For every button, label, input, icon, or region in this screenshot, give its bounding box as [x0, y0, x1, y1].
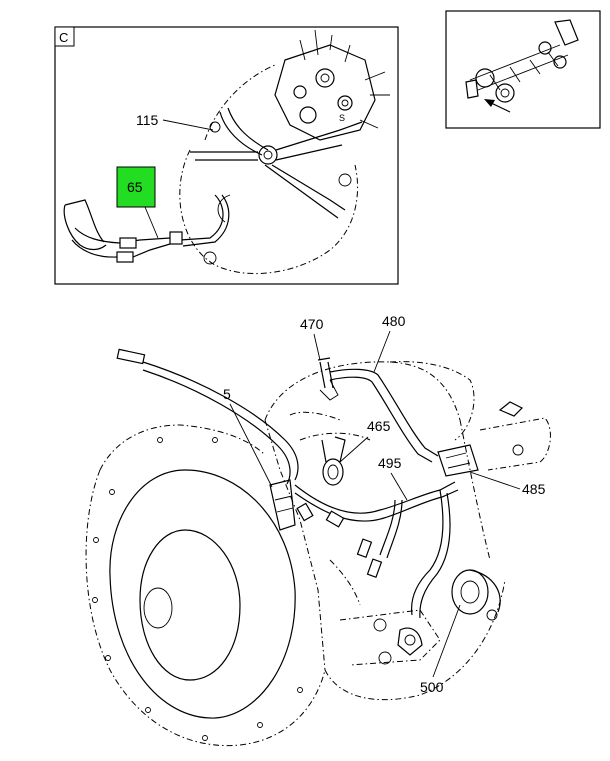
- locator-frame: [445, 10, 601, 129]
- callout-465: 465: [367, 418, 391, 434]
- leader-470: [313, 333, 321, 361]
- callout-480: 480: [382, 313, 406, 329]
- detail-frame: [54, 26, 399, 285]
- sensor-465: [321, 436, 346, 486]
- leader-5: [229, 403, 273, 488]
- locator-view: [445, 10, 601, 129]
- harness-495: [294, 481, 459, 619]
- leader-465: [339, 436, 369, 463]
- callout-5: 5: [223, 386, 231, 402]
- transmission-body: [264, 361, 551, 701]
- sensor-500: [397, 569, 501, 656]
- leader-115: [162, 119, 214, 131]
- shift-cable: [116, 348, 299, 485]
- chassis-sketch: [465, 19, 579, 103]
- callout-115: 115: [136, 112, 159, 128]
- detail-harness: [63, 107, 363, 263]
- leader-480: [373, 330, 391, 373]
- detail-corner-label: C: [59, 30, 68, 45]
- callout-495: 495: [378, 455, 402, 471]
- main-view: 470 480 5 465 495 485 500: [85, 313, 551, 747]
- leader-495: [390, 472, 408, 501]
- locator-arrowhead: [484, 99, 495, 107]
- leader-485: [469, 471, 521, 490]
- callout-470: 470: [300, 316, 324, 332]
- callout-65-highlight: [116, 166, 156, 208]
- detail-mechanism: S: [274, 29, 390, 141]
- callout-485: 485: [522, 481, 546, 497]
- detail-corner-box: [54, 26, 75, 47]
- connector-5: [269, 479, 296, 531]
- hose-470: [317, 357, 334, 389]
- callout-65: 65: [127, 179, 143, 195]
- leader-65: [144, 206, 159, 239]
- callout-500: 500: [420, 679, 444, 695]
- hose-480: [329, 368, 439, 463]
- bellhousing: [85, 424, 326, 747]
- bracket-485: [437, 444, 479, 477]
- svg-text:S: S: [339, 113, 345, 123]
- leader-500: [432, 604, 461, 678]
- detail-view-c: C S: [54, 26, 399, 285]
